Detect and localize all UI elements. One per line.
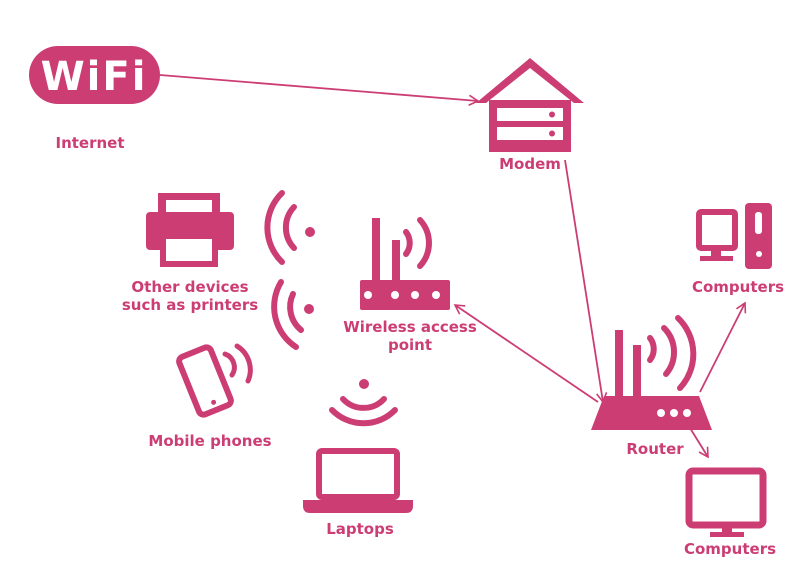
internet-label: Internet <box>55 134 125 152</box>
printers-label-line2: such as printers <box>121 296 259 314</box>
edge-router-computers-top <box>699 301 747 393</box>
wifi-waves-icon <box>271 279 314 350</box>
wifi-logo-icon: WiFi <box>29 46 160 104</box>
mobile-phone-icon <box>176 343 253 418</box>
router-icon <box>591 315 712 430</box>
printers-label: Other devices such as printers <box>105 278 275 314</box>
modem-label: Modem <box>499 155 561 173</box>
edge-internet-modem <box>159 74 480 106</box>
access-point-label: Wireless access point <box>330 318 490 354</box>
edge-router-computers-bottom <box>689 427 709 459</box>
wifi-waves-icon <box>264 190 315 265</box>
printer-icon <box>146 193 234 267</box>
wifi-waves-icon <box>329 379 398 427</box>
computers-top-label: Computers <box>691 278 785 296</box>
laptop-icon <box>303 448 413 513</box>
access-point-label-line2: point <box>387 336 433 354</box>
laptops-label: Laptops <box>326 520 394 538</box>
edge-router-access-point <box>453 304 599 403</box>
connections <box>159 74 747 459</box>
access-point-label-line1: Wireless access <box>343 318 477 336</box>
wifi-logo-text: WiFi <box>41 54 148 100</box>
printers-label-line1: Other devices <box>131 278 249 296</box>
mobile-phones-label: Mobile phones <box>148 432 272 450</box>
edge-modem-router <box>564 159 608 404</box>
access-point-icon <box>360 217 450 310</box>
computers-bottom-label: Computers <box>683 540 777 558</box>
modem-icon <box>476 58 584 152</box>
router-label: Router <box>626 440 684 458</box>
desktop-tower-icon <box>696 203 772 269</box>
monitor-icon <box>685 467 767 537</box>
